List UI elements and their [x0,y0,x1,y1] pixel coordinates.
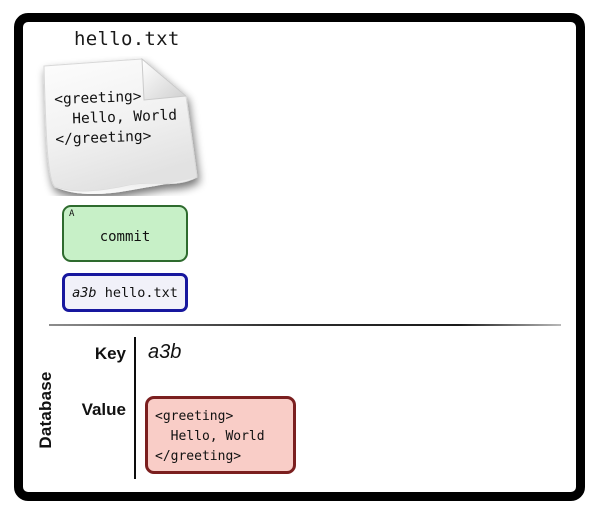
database-value-label: Value [81,400,126,419]
blob-ref-filename: hello.txt [104,284,178,301]
commit-node[interactable]: A commit [62,205,188,262]
database-key-value: a3b [148,341,182,363]
blob-ref-text: a3b hello.txt [72,285,178,301]
database-column-divider [134,337,136,479]
database-key-label: Key [94,344,126,363]
commit-node-label: commit [99,229,151,245]
page-title: hello.txt [74,28,180,50]
section-divider [49,324,561,326]
commit-node-tag: A [69,209,75,219]
database-value-content: <greeting> Hello, World </greeting> [155,409,265,464]
document-page-icon: <greeting> Hello, World </greeting> [34,56,224,196]
blob-ref-space [97,285,105,301]
document-content-text: <greeting> Hello, World </greeting> [54,88,178,148]
database-value-node[interactable]: <greeting> Hello, World </greeting> [145,396,296,474]
blob-ref-hash: a3b [72,284,97,301]
blob-ref-node[interactable]: a3b hello.txt [62,273,188,312]
